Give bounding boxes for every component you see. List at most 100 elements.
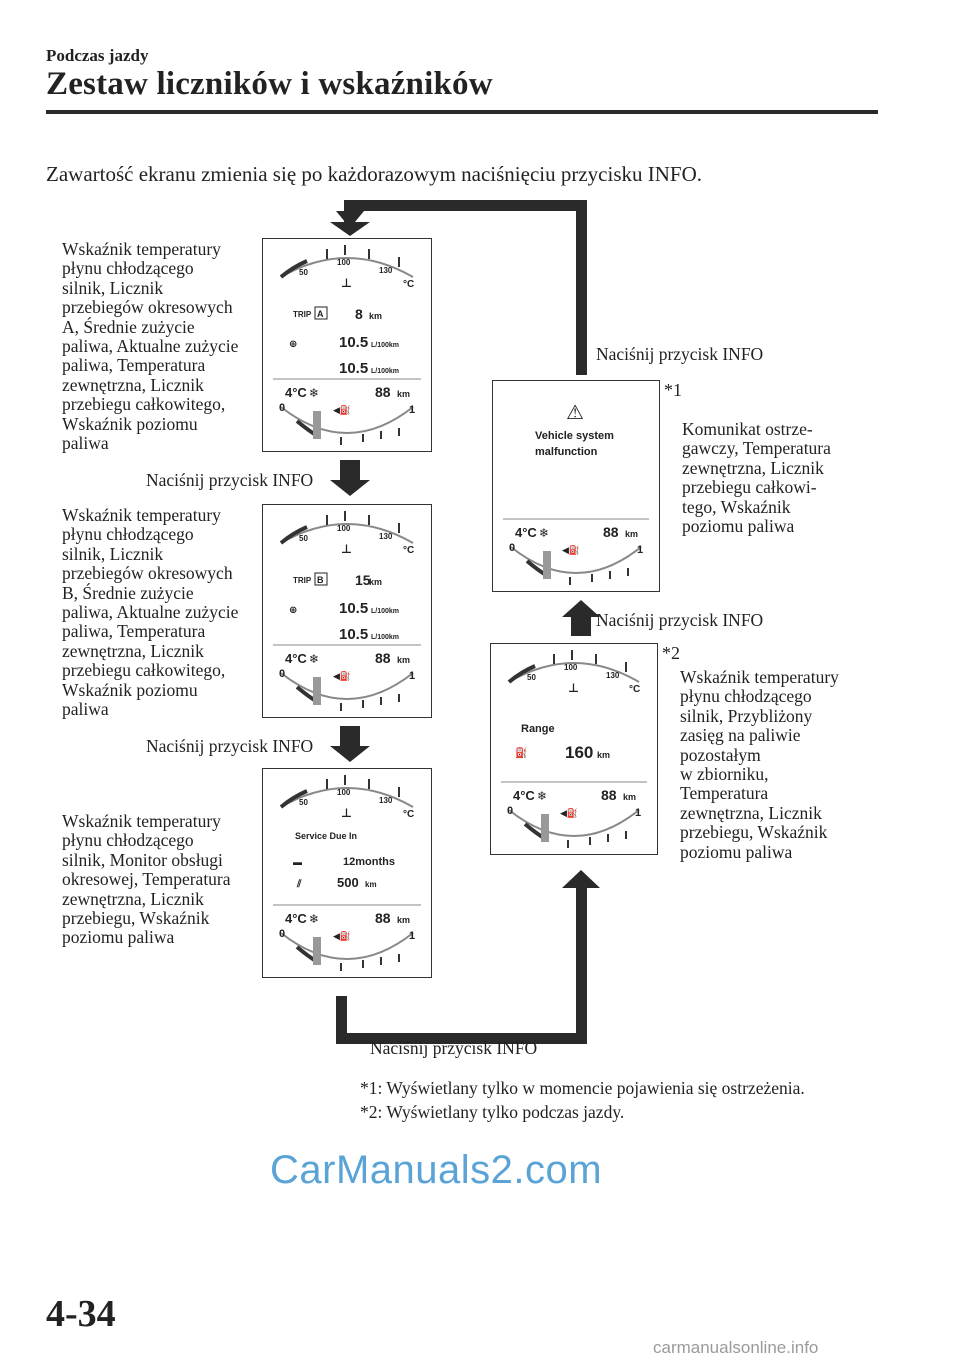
fuel-pump-icon: ⛽ bbox=[515, 746, 527, 759]
footnote-marker-2: *2 bbox=[662, 643, 680, 663]
service-months: 12months bbox=[343, 856, 395, 868]
fuel-arc bbox=[280, 932, 414, 960]
warning-message-line2: malfunction bbox=[535, 446, 598, 458]
footnotes: *1: Wyświetlany tylko w momencie pojawie… bbox=[360, 1078, 805, 1122]
temp-cold-band bbox=[279, 789, 308, 809]
temp-min-label: 50 bbox=[527, 673, 536, 682]
desc-trip-b: Wskaźnik temperatury płynu chłodzącego s… bbox=[62, 505, 239, 720]
range-unit: km bbox=[597, 750, 610, 760]
press-info-label: Naciśnij przycisk INFO bbox=[146, 736, 314, 756]
temp-unit-label: °C bbox=[403, 545, 414, 556]
service-distance: 500 bbox=[337, 875, 359, 890]
temp-min-label: 50 bbox=[299, 268, 308, 277]
site-footer: carmanualsonline.info bbox=[653, 1338, 819, 1357]
odometer-value: 88 bbox=[603, 524, 619, 540]
fuel-arc bbox=[510, 546, 642, 574]
temp-min-label: 50 bbox=[299, 534, 308, 543]
trip-letter: B bbox=[317, 575, 324, 585]
trip-letter: A bbox=[317, 309, 324, 319]
temp-cold-band bbox=[279, 525, 308, 545]
snowflake-icon: ❄ bbox=[309, 912, 319, 926]
snowflake-icon: ❄ bbox=[539, 526, 549, 540]
temp-mid-label: 100 bbox=[337, 258, 351, 267]
fuel-arc bbox=[280, 672, 414, 700]
fuel-min-label: 0 bbox=[279, 402, 285, 414]
fuel-icon: ◀⛽ bbox=[333, 670, 351, 681]
calendar-icon: ▬ bbox=[293, 857, 302, 867]
temp-arc bbox=[280, 787, 414, 808]
temp-max-label: 130 bbox=[606, 671, 620, 680]
odometer-value: 88 bbox=[601, 787, 617, 803]
outside-temp: 4°C bbox=[285, 651, 307, 666]
snowflake-icon: ❄ bbox=[309, 386, 319, 400]
fuel-max-label: 1 bbox=[637, 544, 643, 556]
avg-consumption-value: 10.5 bbox=[339, 600, 368, 617]
outside-temp: 4°C bbox=[285, 911, 307, 926]
range-heading: Range bbox=[521, 723, 555, 735]
watermark-text: CarManuals2.com bbox=[270, 1148, 603, 1192]
fuel-max-label: 1 bbox=[409, 404, 415, 416]
press-info-label: Naciśnij przycisk INFO bbox=[596, 610, 764, 630]
outside-temp: 4°C bbox=[285, 385, 307, 400]
warning-icon: ⚠ bbox=[566, 402, 584, 424]
outside-temp: 4°C bbox=[515, 525, 537, 540]
page-title: Zestaw liczników i wskaźników bbox=[46, 66, 493, 102]
trip-unit: km bbox=[369, 577, 382, 587]
temp-unit-label: °C bbox=[629, 684, 640, 695]
desc-warning: Komunikat ostrze- gawczy, Temperatura ze… bbox=[682, 419, 831, 537]
odometer-value: 88 bbox=[375, 384, 391, 400]
press-info-label: Naciśnij przycisk INFO bbox=[146, 470, 314, 490]
trip-value: 8 bbox=[355, 306, 363, 322]
avg-consumption-value: 10.5 bbox=[339, 334, 368, 351]
fuel-max-label: 1 bbox=[409, 670, 415, 682]
temp-arc bbox=[280, 523, 414, 544]
snowflake-icon: ❄ bbox=[309, 652, 319, 666]
footnote-marker-1: *1 bbox=[664, 380, 682, 400]
temp-arc bbox=[508, 662, 640, 683]
fuel-max-label: 1 bbox=[635, 807, 641, 819]
temp-mid-label: 100 bbox=[337, 524, 351, 533]
odometer-unit: km bbox=[397, 389, 410, 399]
temp-cold-band bbox=[279, 259, 308, 279]
fuel-level-bar bbox=[313, 411, 321, 439]
page-number: 4-34 bbox=[46, 1293, 116, 1335]
coolant-icon: ⊥ bbox=[341, 806, 352, 820]
fuel-icon: ◀⛽ bbox=[333, 930, 351, 941]
odometer-unit: km bbox=[397, 655, 410, 665]
fuel-max-label: 1 bbox=[409, 930, 415, 942]
trip-value: 15 bbox=[355, 572, 371, 588]
fuel-icon: ◀⛽ bbox=[560, 807, 578, 818]
coolant-icon: ⊥ bbox=[341, 276, 352, 290]
trip-label: TRIP bbox=[293, 576, 312, 585]
fuel-arc bbox=[508, 809, 640, 837]
odometer-value: 88 bbox=[375, 650, 391, 666]
temp-arc bbox=[280, 257, 414, 278]
temp-unit-label: °C bbox=[403, 809, 414, 820]
current-consumption-value: 10.5 bbox=[339, 360, 368, 377]
trip-letter-box bbox=[314, 572, 328, 586]
odometer-unit: km bbox=[625, 529, 638, 539]
trip-unit: km bbox=[369, 311, 382, 321]
warning-message-line1: Vehicle system bbox=[535, 430, 614, 442]
temp-max-label: 130 bbox=[379, 796, 393, 805]
trip-letter-box bbox=[314, 306, 328, 320]
odometer-unit: km bbox=[623, 792, 636, 802]
temp-max-label: 130 bbox=[379, 266, 393, 275]
avg-consumption-unit: L/100km bbox=[371, 342, 399, 349]
temp-max-label: 130 bbox=[379, 532, 393, 541]
temp-unit-label: °C bbox=[403, 279, 414, 290]
current-consumption-unit: L/100km bbox=[371, 634, 399, 641]
temp-cold-band bbox=[507, 664, 536, 684]
trip-label: TRIP bbox=[293, 310, 312, 319]
service-heading: Service Due In bbox=[295, 831, 357, 841]
